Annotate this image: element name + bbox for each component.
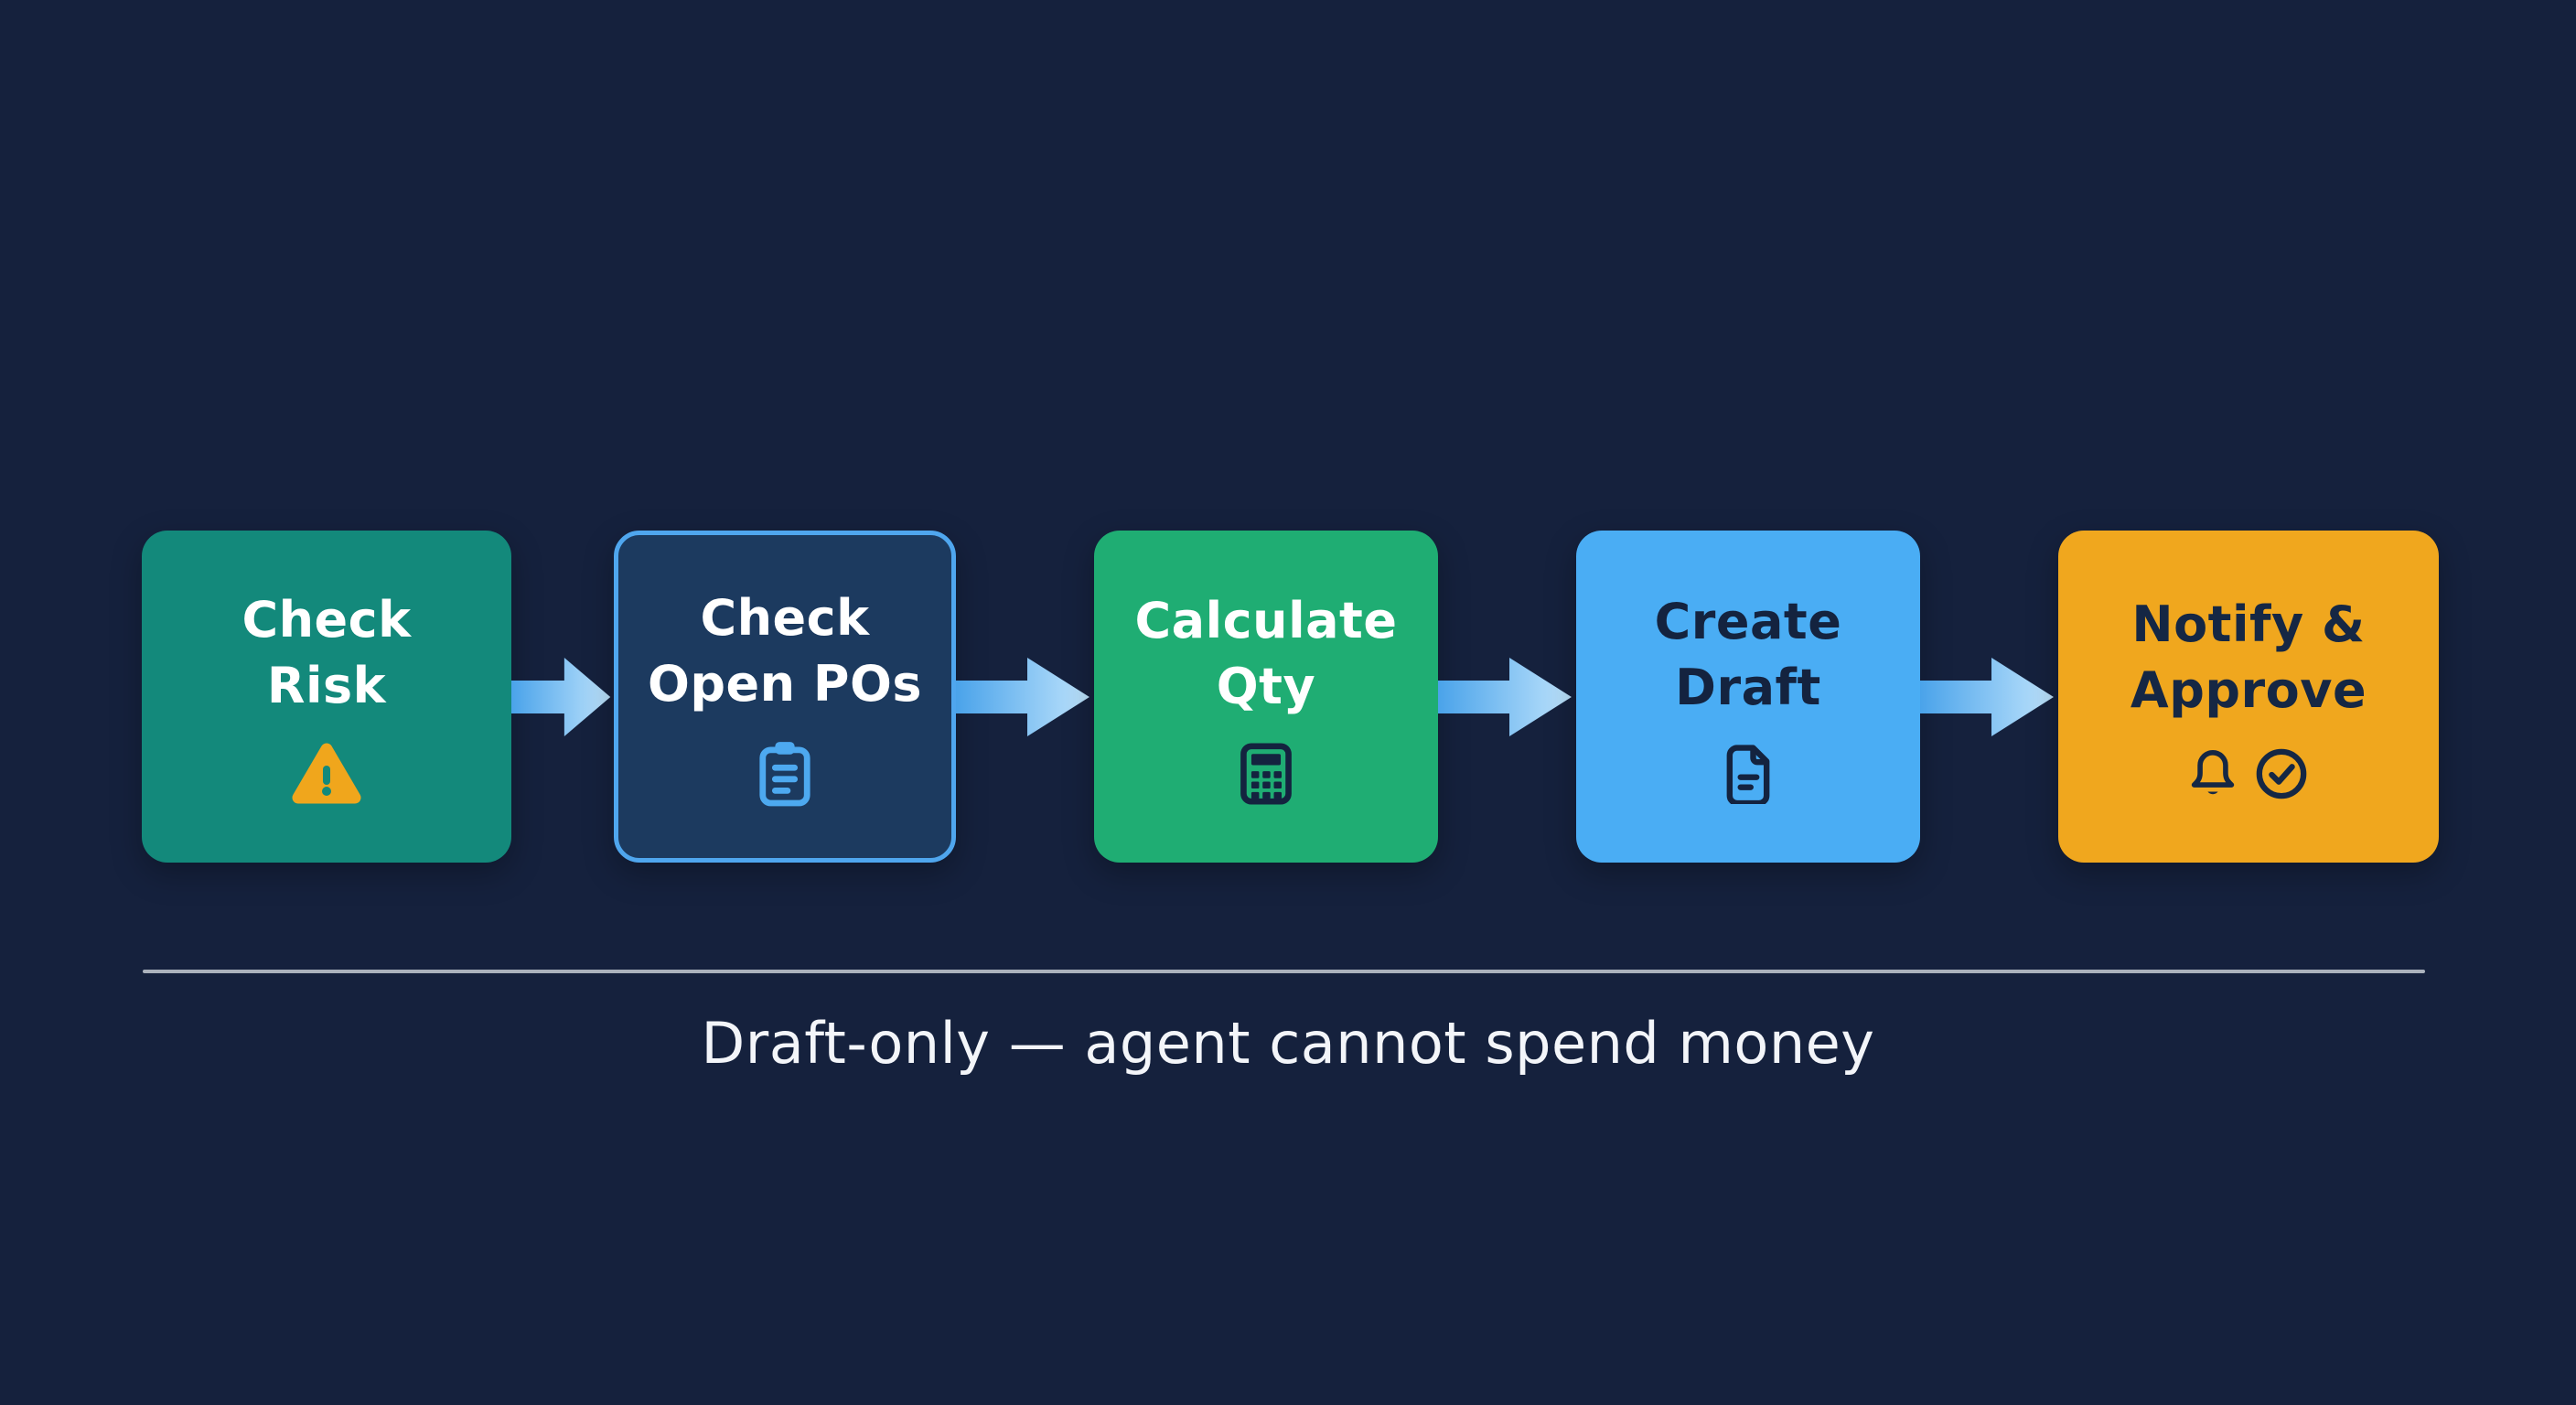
step-notify-approve: Notify & Approve	[2058, 531, 2439, 863]
clipboard-icon	[757, 740, 813, 808]
step-label-line2: Draft	[1675, 658, 1821, 716]
step-label-line2: Risk	[266, 656, 387, 714]
check-circle-icon	[2255, 747, 2308, 800]
step-label: Calculate Qty	[1135, 588, 1398, 719]
step-check-open-pos: Check Open POs	[614, 531, 956, 863]
step-label-line1: Create	[1654, 593, 1842, 651]
calculator-icon	[1240, 743, 1293, 805]
bell-icon	[2189, 746, 2237, 801]
flow-arrow-icon	[956, 653, 1094, 741]
flow-arrow-icon	[1438, 653, 1576, 741]
step-label: Check Risk	[242, 587, 411, 718]
caption: Draft-only — agent cannot spend money	[701, 1010, 1875, 1077]
step-label-line1: Check	[700, 589, 870, 648]
step-label: Notify & Approve	[2131, 592, 2367, 723]
step-create-draft: Create Draft	[1576, 531, 1920, 863]
step-label-line2: Qty	[1216, 657, 1316, 715]
step-check-risk: Check Risk	[142, 531, 511, 863]
step-label-line2: Open POs	[647, 654, 923, 713]
divider	[143, 970, 2425, 973]
flow-arrow-icon	[1920, 653, 2058, 741]
step-label-line1: Notify &	[2131, 595, 2366, 654]
step-label-line2: Approve	[2130, 660, 2367, 719]
warning-triangle-icon	[292, 742, 361, 806]
flow-arrow-icon	[511, 653, 614, 741]
step-calculate-qty: Calculate Qty	[1094, 531, 1438, 863]
step-label-line1: Check	[242, 591, 412, 649]
step-label-line1: Calculate	[1134, 592, 1398, 650]
process-flow: Check Risk Check Op	[142, 531, 2439, 863]
step-label: Check Open POs	[648, 585, 922, 716]
step-label: Create Draft	[1655, 589, 1842, 720]
document-icon	[1724, 744, 1772, 807]
